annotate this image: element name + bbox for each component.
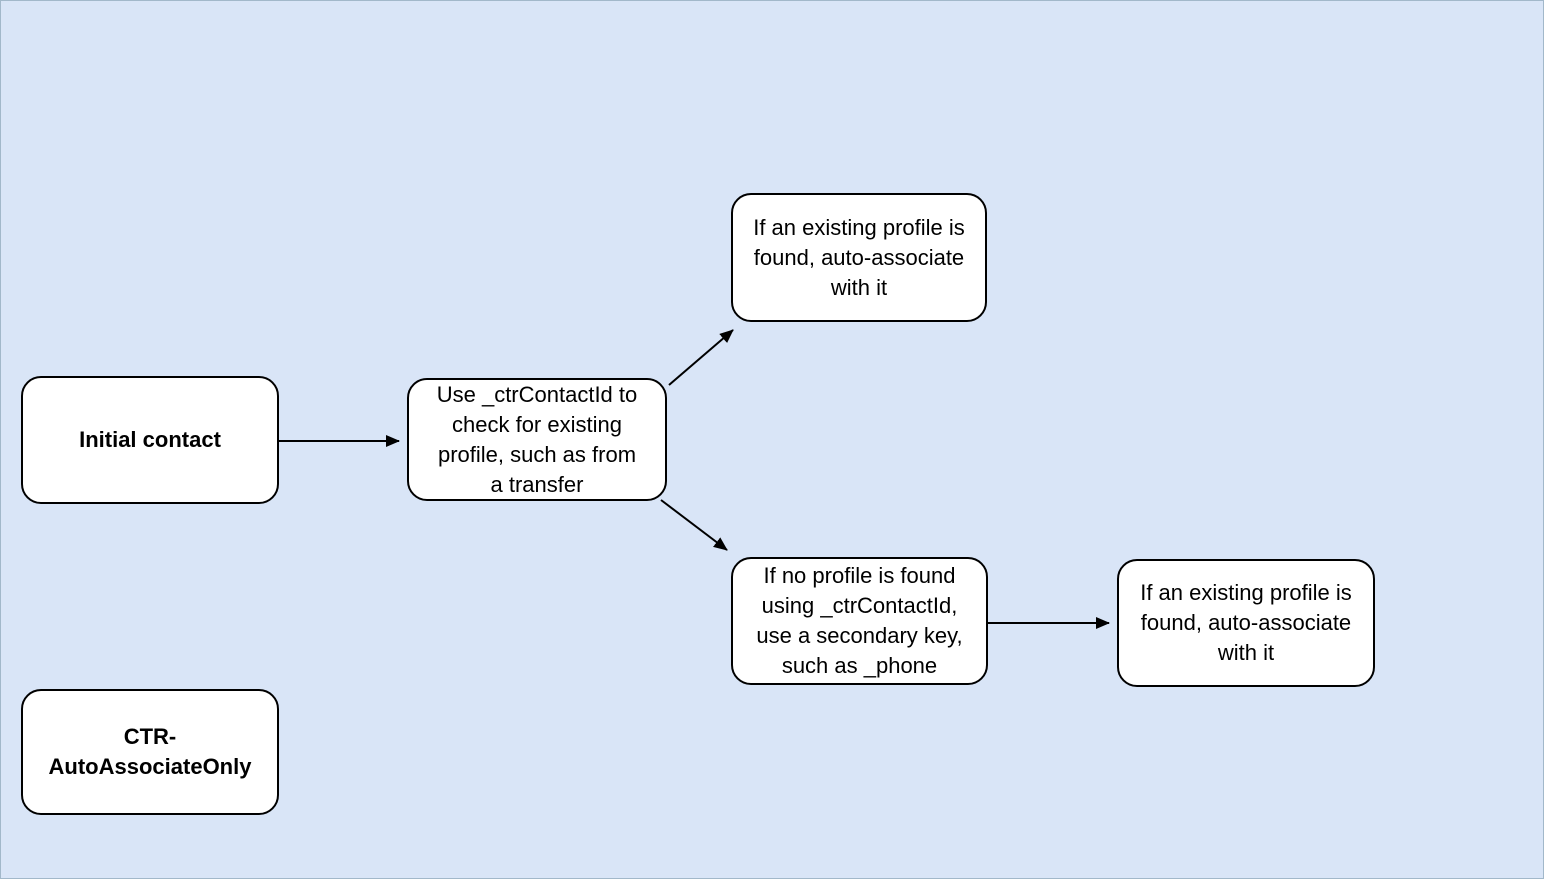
connector-check-to-secondary	[660, 499, 728, 551]
node-label: Initial contact	[79, 427, 221, 452]
node-flow-name: CTR- AutoAssociateOnly	[21, 689, 279, 815]
node-label: If no profile is found using _ctrContact…	[756, 563, 963, 678]
node-auto-associate-top: If an existing profile is found, auto-as…	[731, 193, 987, 322]
connector-check-to-autoassoc	[668, 329, 734, 386]
node-initial-contact: Initial contact	[21, 376, 279, 504]
node-label: If an existing profile is found, auto-as…	[1140, 580, 1352, 665]
node-check-existing-profile: Use _ctrContactId to check for existing …	[407, 378, 667, 501]
node-secondary-key-lookup: If no profile is found using _ctrContact…	[731, 557, 988, 685]
node-label: CTR- AutoAssociateOnly	[48, 724, 252, 779]
node-label: Use _ctrContactId to check for existing …	[436, 381, 638, 497]
node-label: If an existing profile is found, auto-as…	[753, 214, 965, 300]
node-auto-associate-right: If an existing profile is found, auto-as…	[1117, 559, 1375, 687]
